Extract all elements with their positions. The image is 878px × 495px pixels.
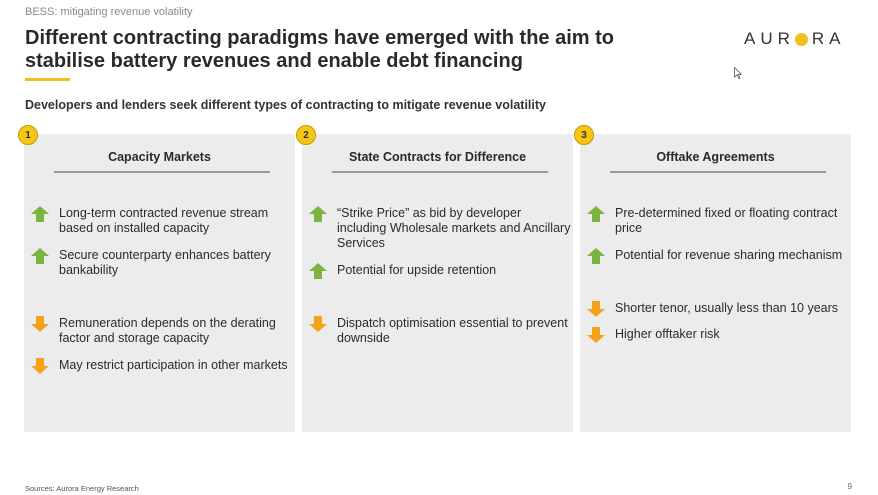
- list-item-text: Dispatch optimisation essential to preve…: [337, 316, 568, 345]
- list-item-text: Remuneration depends on the derating fac…: [59, 316, 276, 345]
- slide-kicker: BESS: mitigating revenue volatility: [25, 6, 193, 18]
- arrow-up-icon: [587, 248, 605, 264]
- panel-number-badge: 2: [296, 125, 316, 145]
- list-item: Higher offtaker risk: [587, 327, 849, 343]
- arrow-down-icon: [31, 358, 49, 374]
- slide-subtitle: Developers and lenders seek different ty…: [25, 98, 546, 112]
- arrow-up-icon: [309, 263, 327, 279]
- panel-title-rule: [610, 171, 826, 173]
- logo-text-right: RA: [811, 29, 846, 48]
- list-item-text: “Strike Price” as bid by developer inclu…: [337, 206, 571, 250]
- list-item: Remuneration depends on the derating fac…: [31, 316, 293, 346]
- list-item-text: Potential for upside retention: [337, 263, 497, 277]
- list-item: Potential for revenue sharing mechanism: [587, 248, 849, 264]
- arrow-down-icon: [587, 327, 605, 343]
- panel-title: State Contracts for Difference: [348, 150, 527, 164]
- panel-title: Capacity Markets: [108, 150, 211, 164]
- title-accent-rule: [25, 78, 70, 81]
- logo-text-left: AUR: [744, 29, 795, 48]
- list-item: Dispatch optimisation essential to preve…: [309, 316, 571, 346]
- page-number: 9: [847, 482, 852, 491]
- arrow-down-icon: [587, 301, 605, 317]
- panel-number-badge: 3: [574, 125, 594, 145]
- list-item: “Strike Price” as bid by developer inclu…: [309, 206, 571, 251]
- list-item-text: Secure counterparty enhances battery ban…: [59, 248, 271, 277]
- list-item-text: Long-term contracted revenue stream base…: [59, 206, 269, 235]
- panel-number-badge: 1: [18, 125, 38, 145]
- panel-title-rule: [54, 171, 270, 173]
- aurora-logo: AUR RA: [744, 29, 846, 49]
- mouse-cursor-icon: [734, 67, 742, 79]
- panel-title-rule: [332, 171, 548, 173]
- list-item: Pre-determined fixed or floating contrac…: [587, 206, 849, 236]
- sun-icon: [794, 32, 808, 46]
- list-item: Long-term contracted revenue stream base…: [31, 206, 293, 236]
- list-item-text: May restrict participation in other mark…: [59, 358, 288, 372]
- panel-capacity-markets: 1 Capacity Markets Long-term contracted …: [18, 125, 295, 432]
- arrow-up-icon: [31, 206, 49, 222]
- panel-offtake-agreements: 3 Offtake Agreements Pre-determined fixe…: [574, 125, 851, 432]
- slide-title: Different contracting paradigms have eme…: [25, 27, 615, 72]
- panel-title: Offtake Agreements: [656, 150, 775, 164]
- arrow-up-icon: [309, 206, 327, 222]
- arrow-down-icon: [309, 316, 327, 332]
- list-item-text: Pre-determined fixed or floating contrac…: [615, 206, 838, 235]
- list-item-text: Potential for revenue sharing mechanism: [615, 248, 843, 262]
- list-item: Secure counterparty enhances battery ban…: [31, 248, 293, 278]
- sources-note: Sources: Aurora Energy Research: [25, 484, 139, 493]
- list-item: May restrict participation in other mark…: [31, 358, 293, 374]
- list-item-text: Shorter tenor, usually less than 10 year…: [615, 301, 839, 315]
- arrow-up-icon: [587, 206, 605, 222]
- list-item: Shorter tenor, usually less than 10 year…: [587, 301, 849, 317]
- list-item-text: Higher offtaker risk: [615, 327, 720, 341]
- arrow-up-icon: [31, 248, 49, 264]
- arrow-down-icon: [31, 316, 49, 332]
- panel-state-contracts-for-difference: 2 State Contracts for Difference “Strike…: [296, 125, 573, 432]
- list-item: Potential for upside retention: [309, 263, 571, 279]
